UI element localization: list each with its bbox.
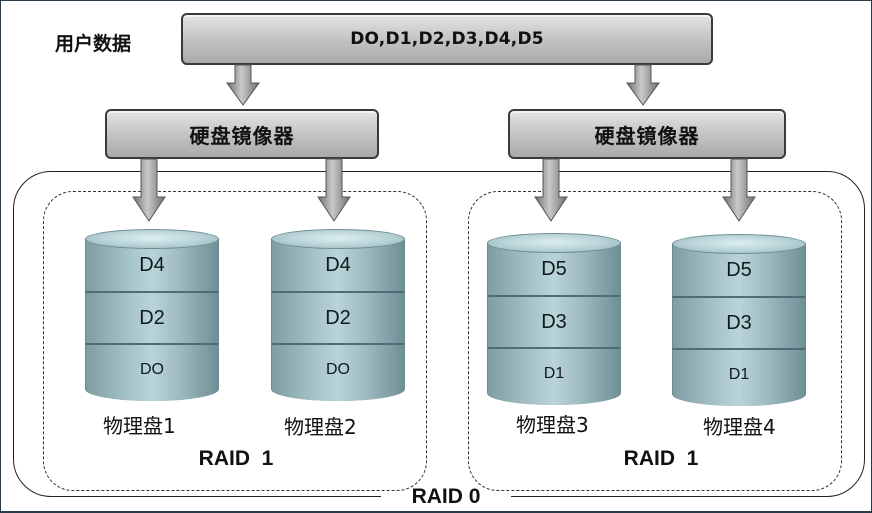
raid1-group-left <box>43 191 427 491</box>
raid1-group-right <box>468 191 842 491</box>
physical-disk-4: D5 D3 D1 <box>672 234 806 406</box>
disk-segment: D5 <box>487 243 621 295</box>
disk-segment: D3 <box>487 295 621 347</box>
disk-top-cap <box>85 229 219 249</box>
disk-segment: D1 <box>487 347 621 405</box>
disk-segment: D1 <box>672 348 806 406</box>
physical-disk-2: D4 D2 DO <box>271 229 405 401</box>
physical-disk-3: D5 D3 D1 <box>487 233 621 405</box>
disk-segment: DO <box>85 343 219 401</box>
mirror-bar-left: 硬盘镜像器 <box>105 109 379 159</box>
user-data-bar: DO,D1,D2,D3,D4,D5 <box>181 13 713 65</box>
disk-label: 物理盘2 <box>284 415 357 439</box>
arrow-down-icon <box>226 64 260 106</box>
disk-top-cap <box>672 234 806 254</box>
user-data-label: 用户数据 <box>55 33 132 55</box>
disk-label: 物理盘3 <box>516 413 589 437</box>
arrow-down-icon <box>626 64 660 106</box>
disk-label: 物理盘1 <box>103 414 176 438</box>
disk-segment: D2 <box>85 291 219 343</box>
disk-top-cap <box>487 233 621 253</box>
physical-disk-1: D4 D2 DO <box>85 229 219 401</box>
mirror-bar-right: 硬盘镜像器 <box>508 109 786 159</box>
disk-segment: D4 <box>271 239 405 291</box>
raid1-label-left: RAID 1 <box>198 447 274 470</box>
raid0-label: RAID 0 <box>381 485 511 509</box>
disk-label: 物理盘4 <box>703 415 776 439</box>
disk-top-cap <box>271 229 405 249</box>
disk-segment: D2 <box>271 291 405 343</box>
raid1-label-right: RAID 1 <box>623 447 699 470</box>
disk-segment: DO <box>271 343 405 401</box>
disk-segment: D3 <box>672 296 806 348</box>
